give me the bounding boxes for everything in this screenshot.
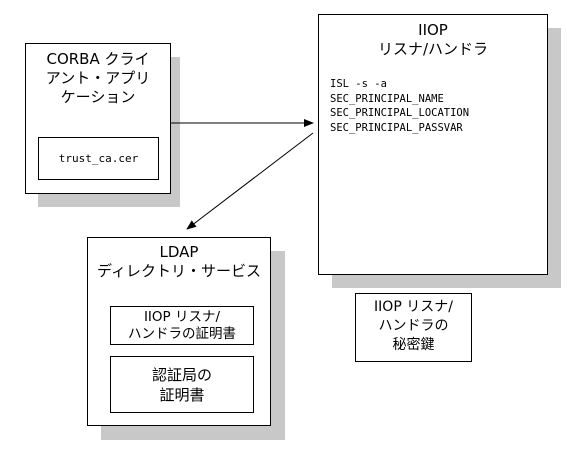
ldap-box: LDAP ディレクトリ・サービス IIOP リスナ/ ハンドラの証明書 認証局の… [87,237,271,426]
arrow-listener-to-ldap [186,132,314,230]
iiop-listener-params: ISL -s -a SEC_PRINCIPAL_NAME SEC_PRINCIP… [330,77,469,135]
corba-client-title: CORBA クライ アント・アプリ ケーション [45,50,151,106]
param-sec-principal-passvar: SEC_PRINCIPAL_PASSVAR [330,121,463,134]
private-key-box: IIOP リスナ/ ハンドラの 秘密鍵 [355,293,472,362]
iiop-listener-box: IIOP リスナ/ハンドラ ISL -s -a SEC_PRINCIPAL_NA… [318,14,548,275]
listener-cert: IIOP リスナ/ ハンドラの証明書 [110,306,254,345]
ca-cert: 認証局の 証明書 [110,356,254,413]
param-sec-principal-location: SEC_PRINCIPAL_LOCATION [330,107,470,119]
param-isl: ISL -s -a [330,78,387,90]
trust-ca-file: trust_ca.cer [38,137,159,180]
private-key-label: IIOP リスナ/ ハンドラの 秘密鍵 [374,299,453,353]
param-sec-principal-name: SEC_PRINCIPAL_NAME [330,92,444,105]
ldap-title: LDAP ディレクトリ・サービス [97,243,261,280]
iiop-listener-title: IIOP リスナ/ハンドラ [377,21,489,58]
corba-client-box: CORBA クライ アント・アプリ ケーション trust_ca.cer [25,43,171,194]
